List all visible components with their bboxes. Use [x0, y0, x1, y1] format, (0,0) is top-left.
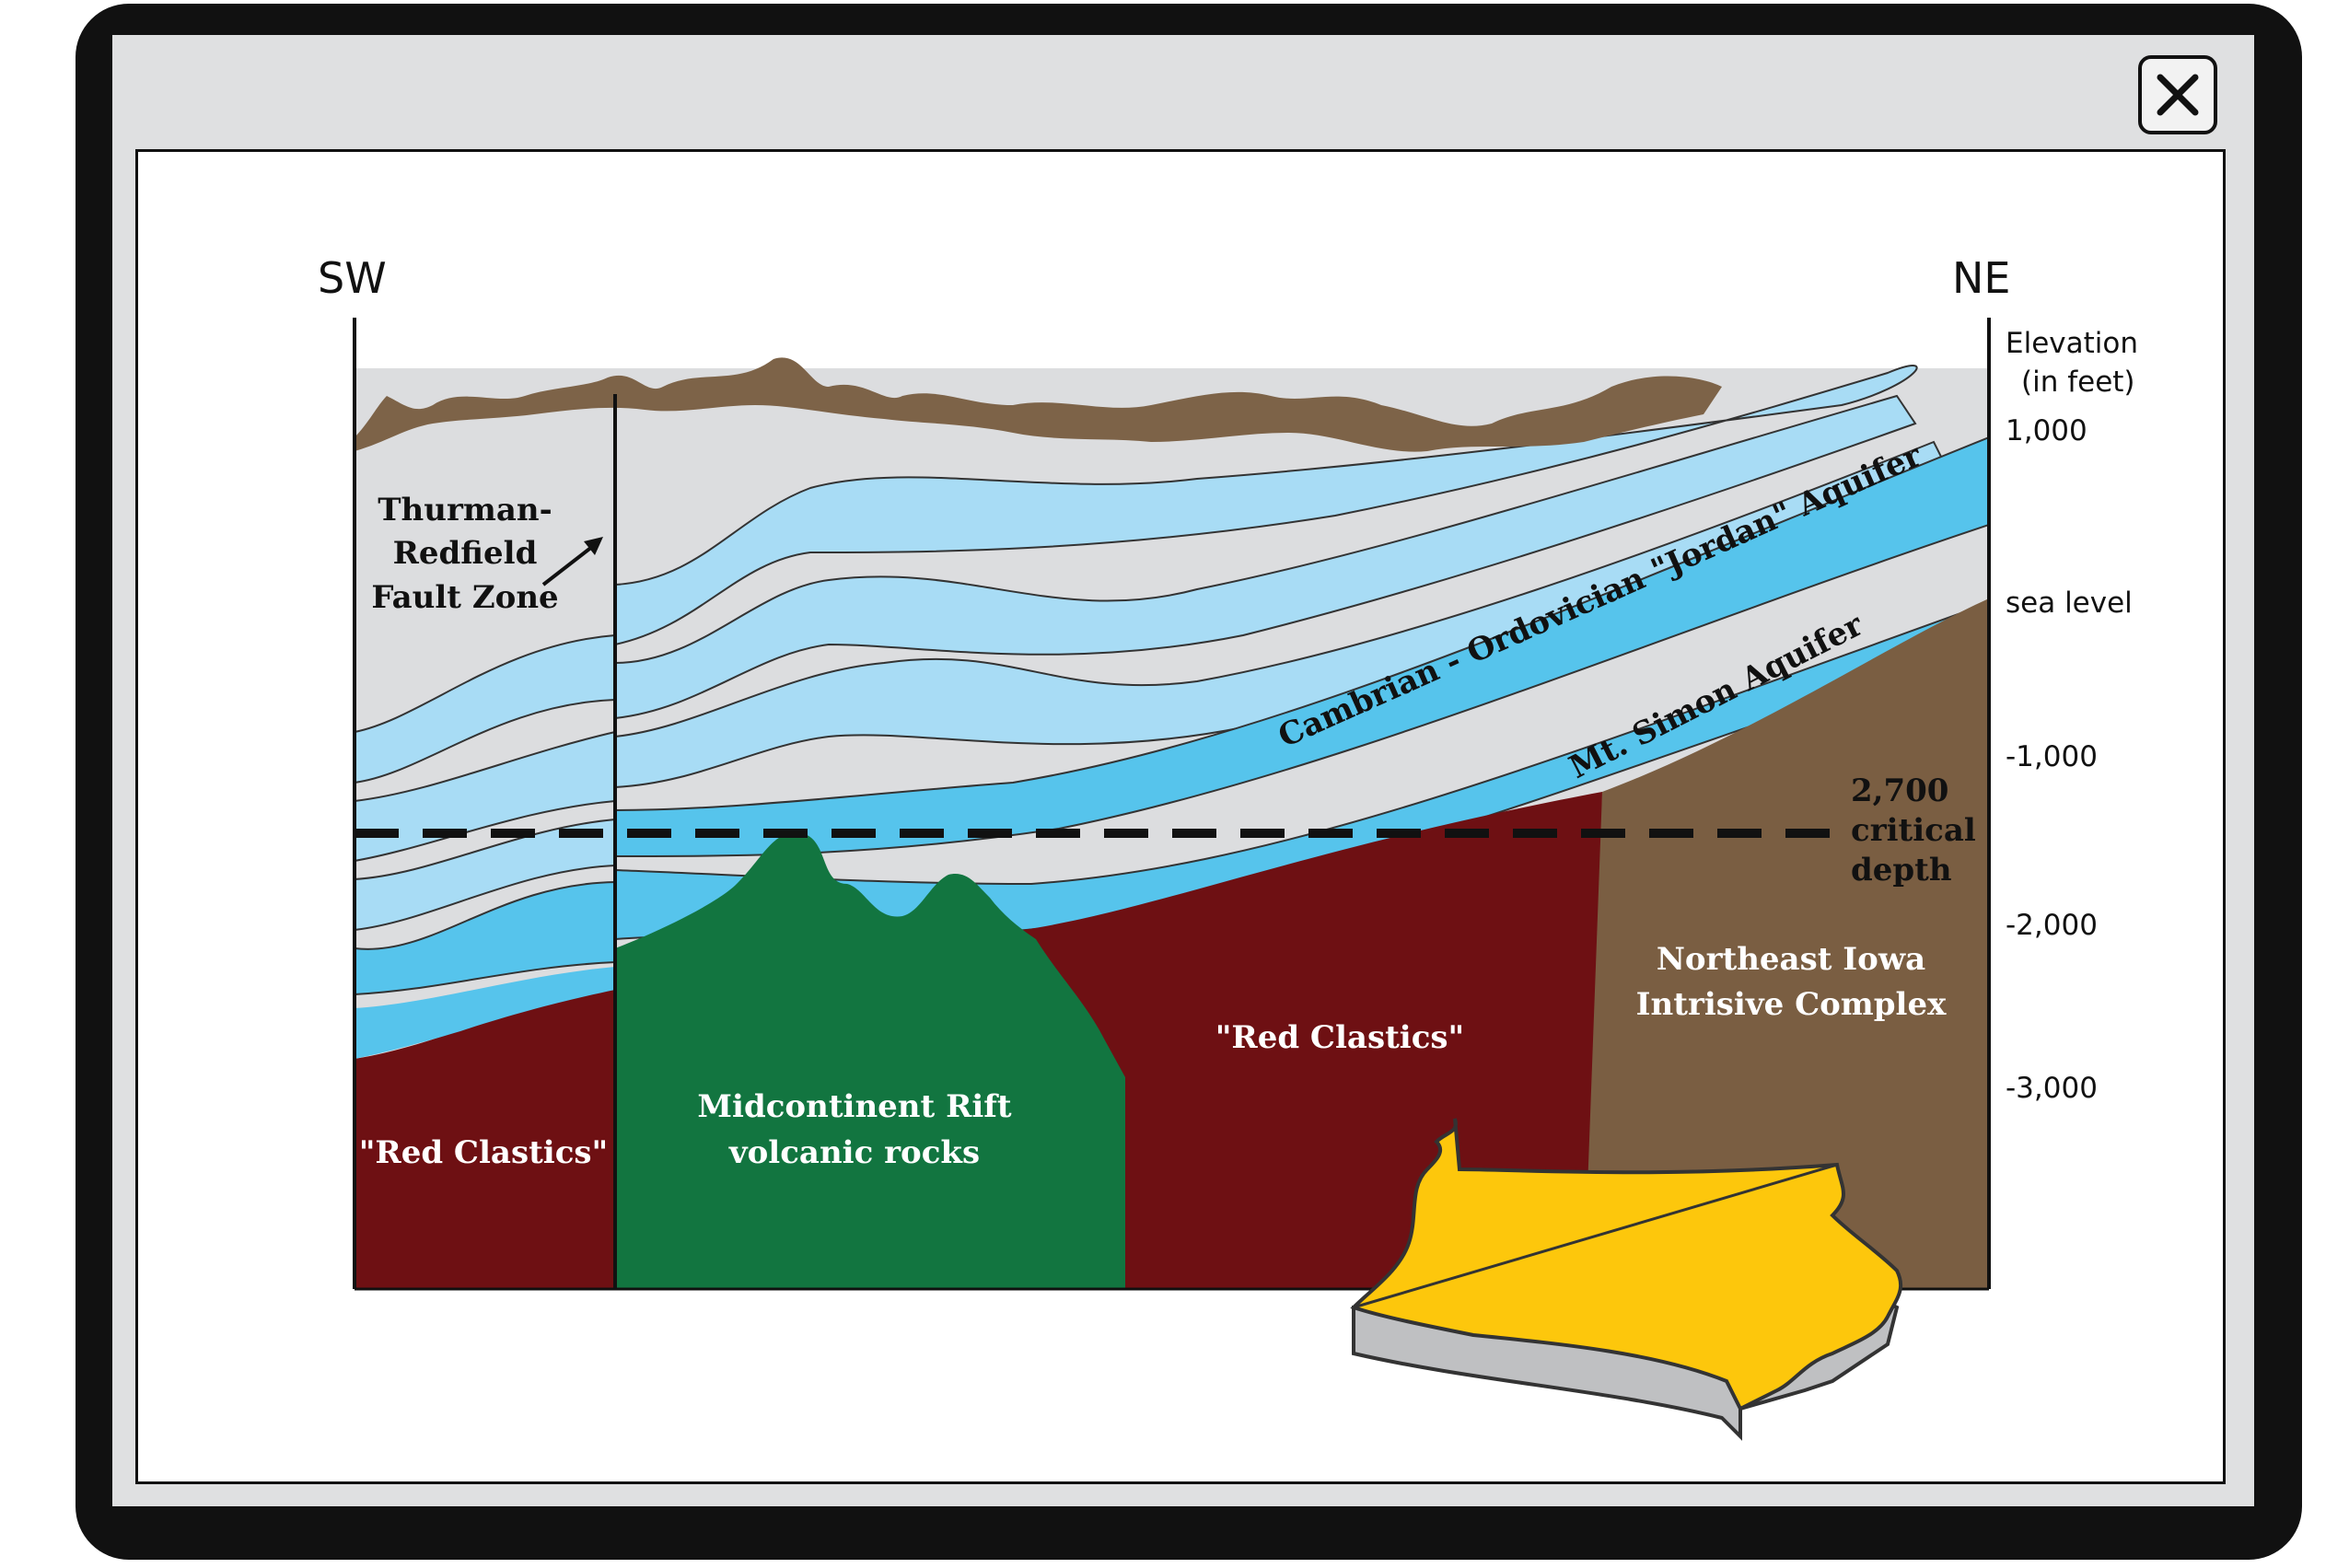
fault-label-line2: Redfield: [393, 535, 538, 572]
critical-depth-label-line3: depth: [1851, 852, 1952, 889]
elevation-title-line1: Elevation: [2006, 327, 2138, 360]
elevation-tick-neg2000: -2,000: [2006, 909, 2098, 942]
intrusive-label-line2: Intrisive Complex: [1636, 986, 1947, 1023]
elevation-title-line2: (in feet): [2021, 366, 2135, 399]
rift-label-line2: volcanic rocks: [728, 1134, 980, 1171]
direction-label-ne: NE: [1952, 253, 2010, 303]
elevation-tick-sea-level: sea level: [2006, 587, 2133, 620]
critical-depth-label-line1: 2,700: [1851, 772, 1948, 809]
elevation-tick-1000: 1,000: [2006, 414, 2087, 447]
elevation-tick-neg3000: -3,000: [2006, 1072, 2098, 1105]
fault-label-line1: Thurman-: [378, 492, 552, 528]
elevation-tick-neg1000: -1,000: [2006, 740, 2098, 773]
red-clastics-label-center: "Red Clastics": [1215, 1019, 1465, 1056]
direction-label-sw: SW: [318, 253, 387, 303]
rift-label-line1: Midcontinent Rift: [697, 1088, 1011, 1125]
critical-depth-label-line2: critical: [1851, 812, 1976, 849]
intrusive-label-line1: Northeast Iowa: [1657, 941, 1925, 978]
red-clastics-label-west: "Red Clastics": [359, 1134, 609, 1171]
fault-label-line3: Fault Zone: [371, 579, 558, 616]
